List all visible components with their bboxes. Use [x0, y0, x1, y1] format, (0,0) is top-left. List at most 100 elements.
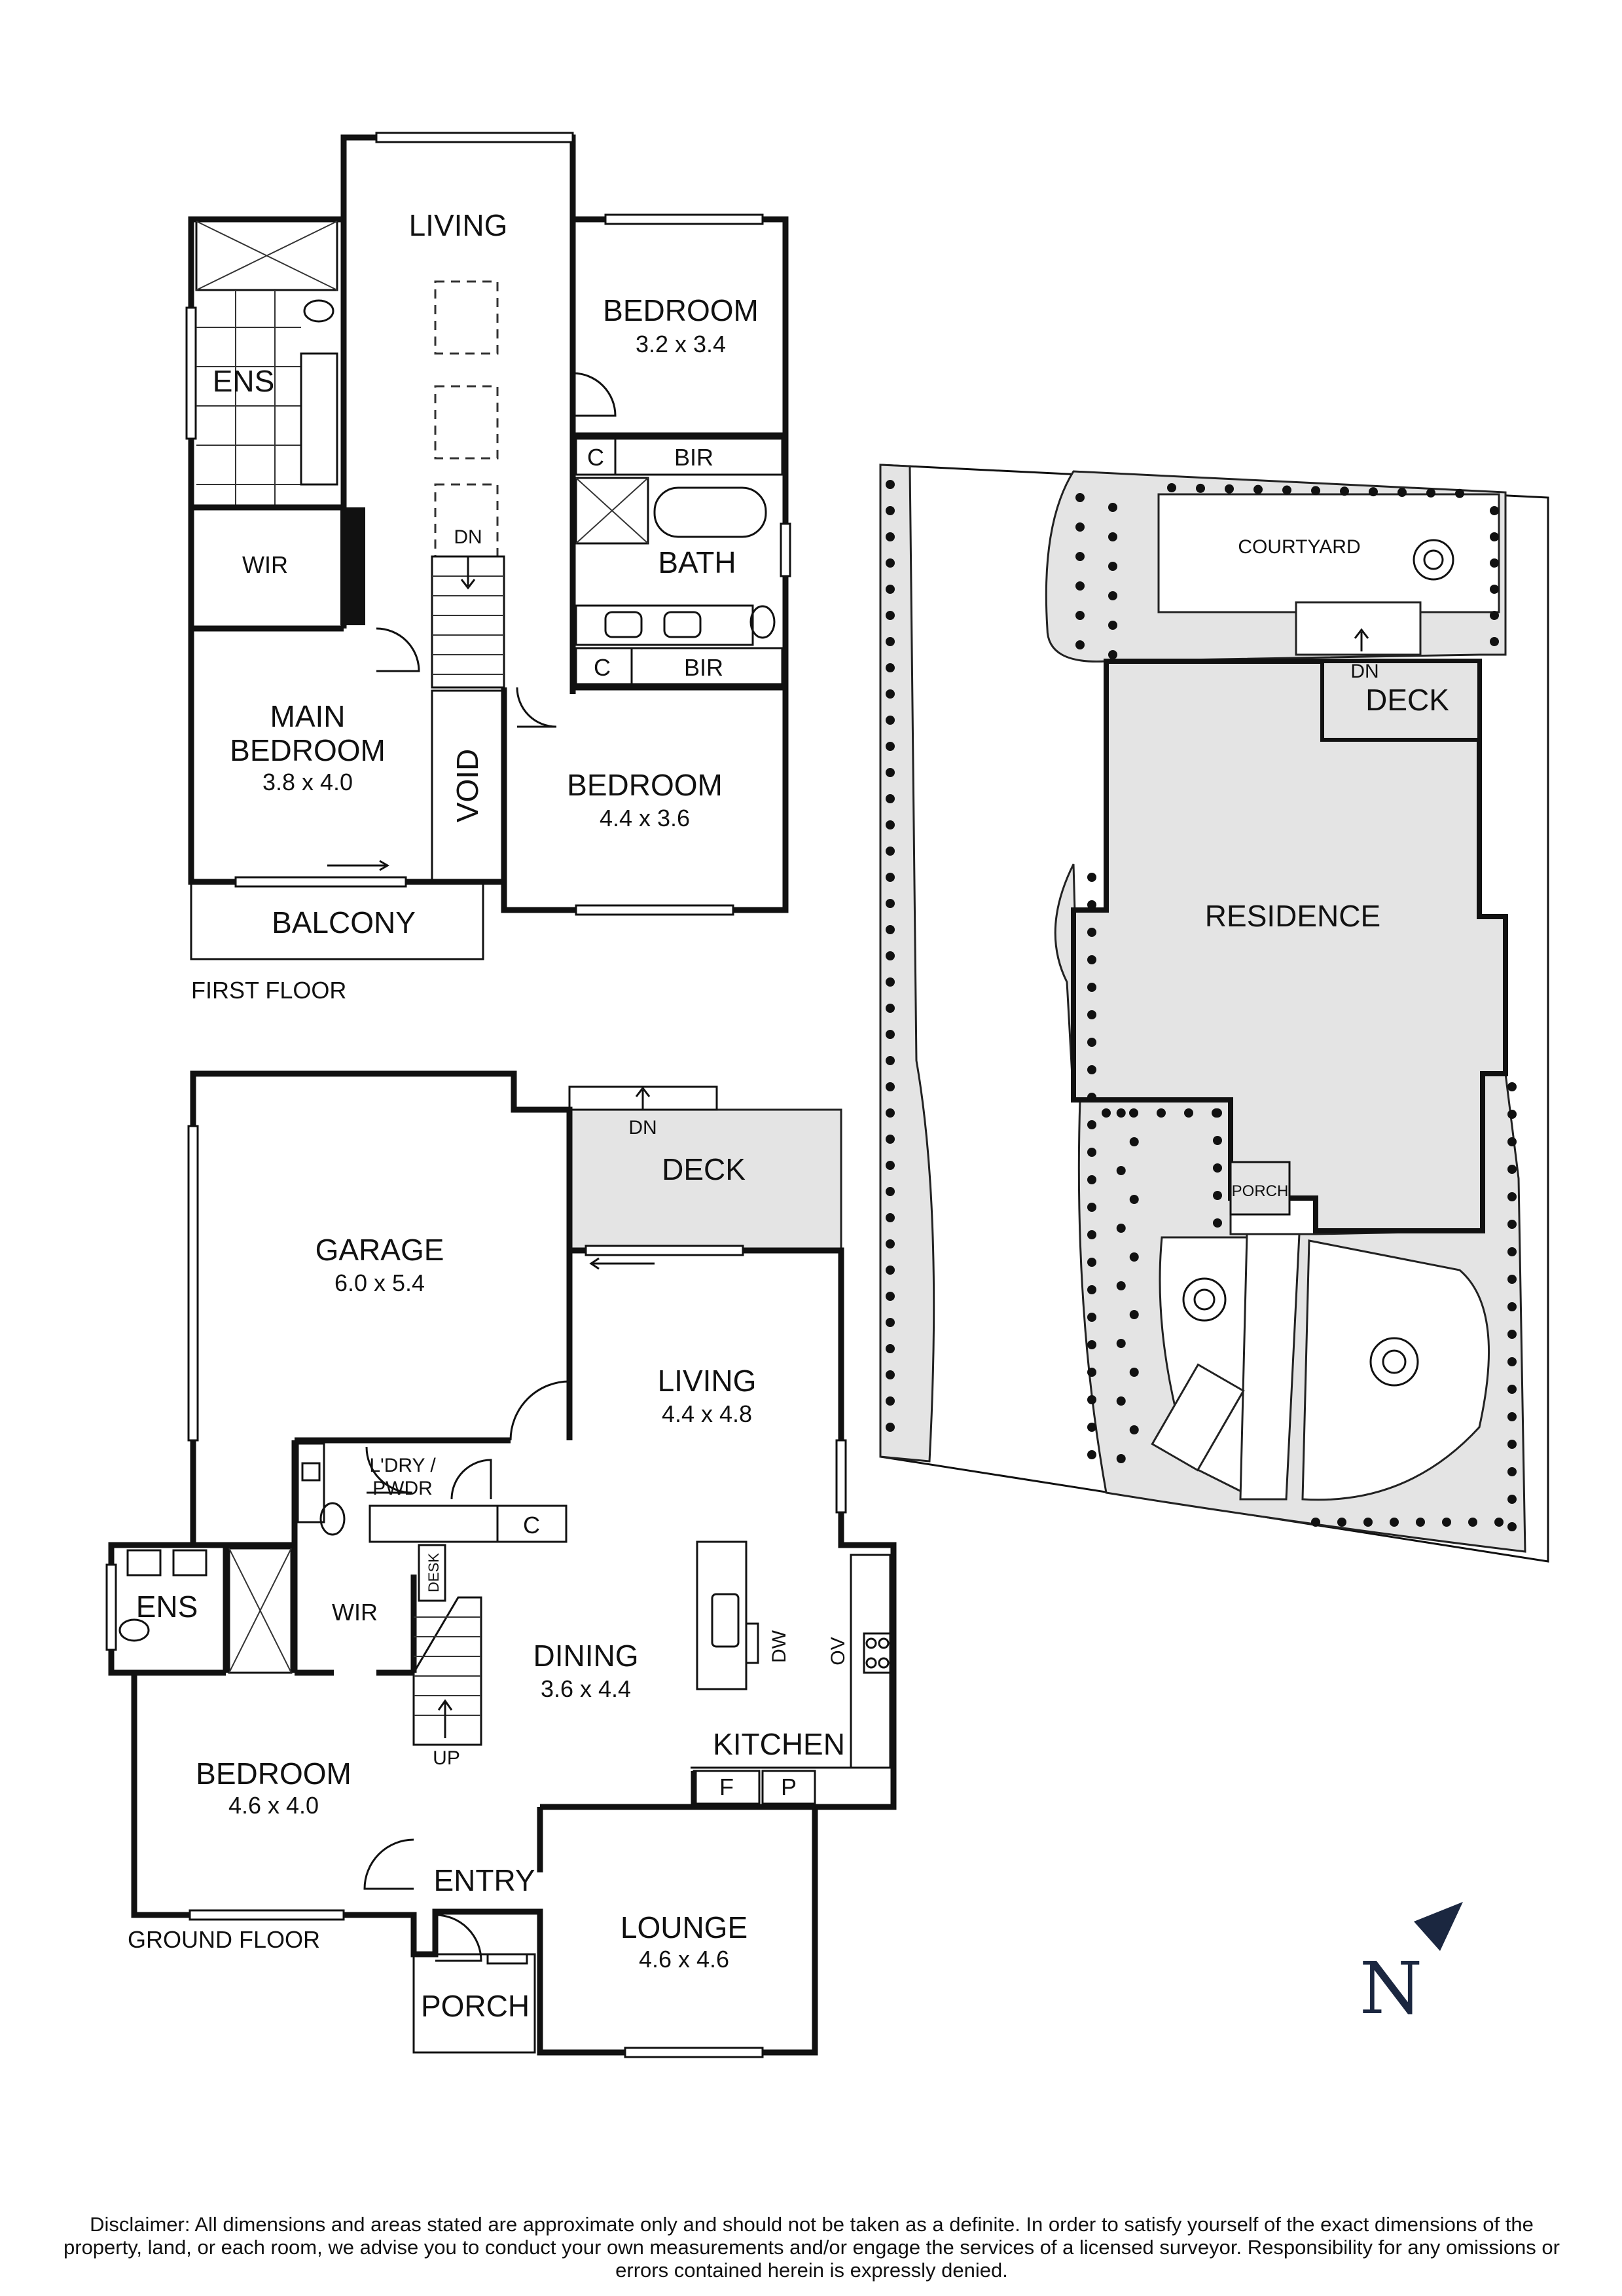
- room-label-wir: WIR: [242, 551, 288, 578]
- shrub-dot: [1087, 900, 1096, 909]
- shrub-dot: [1494, 1518, 1504, 1527]
- shrub-dot: [1490, 637, 1499, 646]
- shrub-dot: [886, 1056, 895, 1065]
- door-swing: [376, 627, 420, 672]
- window: [105, 1563, 117, 1651]
- shrub-dot: [1507, 1192, 1517, 1201]
- shrub-dot: [886, 1082, 895, 1091]
- shrub-dot: [1507, 1110, 1517, 1119]
- shrub-dot: [886, 637, 895, 646]
- window: [185, 306, 197, 440]
- shrub-dot: [886, 585, 895, 594]
- shrub-dot: [886, 1239, 895, 1248]
- shrub-dot: [1087, 1230, 1096, 1239]
- shrub-dot: [1087, 1313, 1096, 1322]
- shrub-dot: [886, 506, 895, 515]
- shrub-dot: [886, 1161, 895, 1170]
- shrub-dot: [886, 689, 895, 699]
- shrub-dot: [886, 794, 895, 803]
- room-label-bir: BIR: [684, 654, 723, 681]
- room-label-entry: ENTRY: [433, 1863, 535, 1897]
- kitchen-island: [696, 1540, 748, 1690]
- shrub-dot: [1129, 1310, 1139, 1319]
- compass-letter: N: [1360, 1946, 1422, 2030]
- shrub-dot: [1075, 552, 1085, 561]
- shrub-dot: [1087, 928, 1096, 937]
- tree-icon: [1413, 539, 1454, 581]
- shrub-dot: [886, 847, 895, 856]
- shrub-dot: [886, 951, 895, 960]
- shrub-dot: [1075, 640, 1085, 649]
- shrub-dot: [1490, 611, 1499, 620]
- shrub-dot: [886, 558, 895, 568]
- room-label-dining: DINING: [533, 1639, 639, 1673]
- ens-tile-grid: [196, 290, 301, 507]
- stair-dn-label: DN: [454, 526, 482, 548]
- shrub-dot: [1196, 483, 1205, 493]
- site-porch: [1229, 1161, 1291, 1216]
- shrub-dot: [1108, 650, 1117, 659]
- room-dims-living: 4.4 x 4.8: [662, 1400, 752, 1427]
- appliance-label-ov: OV: [827, 1637, 849, 1665]
- bathtub: [653, 486, 767, 538]
- door-swing: [435, 1914, 482, 1962]
- room-label-deck: DECK: [662, 1152, 746, 1186]
- shrub-dot: [1390, 1518, 1399, 1527]
- shrub-dot: [1087, 1423, 1096, 1432]
- shrub-dot: [1075, 522, 1085, 532]
- shrub-dot: [1507, 1247, 1517, 1256]
- room-dims-bedroom: 4.4 x 3.6: [600, 805, 690, 831]
- room-label-garage: GARAGE: [315, 1233, 444, 1267]
- shrub-dot: [886, 1396, 895, 1406]
- ground-floor-stair: [412, 1596, 482, 1746]
- shrub-dot: [1213, 1136, 1222, 1145]
- shrub-dot: [1157, 1108, 1166, 1118]
- shrub-dot: [1490, 585, 1499, 594]
- shrub-dot: [1087, 1203, 1096, 1212]
- shrub-dot: [1213, 1191, 1222, 1200]
- shrub-dot: [886, 925, 895, 934]
- room-label-wir: WIR: [332, 1599, 378, 1626]
- shrub-dot: [1213, 1108, 1222, 1118]
- shrub-dot: [1129, 1195, 1139, 1204]
- window: [604, 213, 764, 225]
- garden-bench: [1151, 1363, 1245, 1472]
- shrub-dot: [1087, 1065, 1096, 1074]
- shrub-dot: [1129, 1252, 1139, 1262]
- shrub-dot: [1184, 1108, 1193, 1118]
- room-label-bath: BATH: [658, 545, 736, 579]
- shrub-dot: [1507, 1522, 1517, 1531]
- shrub-dot: [1075, 493, 1085, 502]
- window: [835, 1439, 847, 1514]
- room-label-pwdr: PWDR: [372, 1478, 433, 1499]
- site-label-courtyard: COURTYARD: [1238, 536, 1360, 558]
- shrub-dot: [886, 611, 895, 620]
- shrub-dot: [1116, 1224, 1126, 1233]
- room-label-void: VOID: [450, 749, 484, 822]
- shrub-dot: [1442, 1518, 1451, 1527]
- shrub-dot: [886, 1318, 895, 1327]
- shrub-dot: [1075, 611, 1085, 620]
- first-floor-stair: [431, 555, 505, 689]
- room-label-lounge: LOUNGE: [621, 1910, 748, 1944]
- shrub-dot: [1507, 1440, 1517, 1449]
- door-swing: [365, 1446, 413, 1494]
- room-label-porch: PORCH: [421, 1989, 530, 2023]
- ground-deck: [568, 1108, 842, 1252]
- shrub-dot: [1116, 1108, 1126, 1118]
- bir-bottom: [575, 647, 784, 685]
- shrub-dot: [886, 873, 895, 882]
- room-label-bir: BIR: [674, 444, 713, 471]
- door-swing: [450, 1459, 492, 1500]
- shrub-dot: [1108, 532, 1117, 541]
- shrub-dot: [1087, 1093, 1096, 1102]
- shrub-dot: [886, 820, 895, 829]
- shrub-dot: [886, 663, 895, 672]
- shrub-dot: [1087, 1175, 1096, 1184]
- room-dims-garage: 6.0 x 5.4: [334, 1269, 425, 1296]
- shrub-dot: [886, 1266, 895, 1275]
- residence-footprint: [1071, 659, 1508, 1233]
- shrub-dot: [1311, 1518, 1320, 1527]
- shrub-dot: [1108, 562, 1117, 571]
